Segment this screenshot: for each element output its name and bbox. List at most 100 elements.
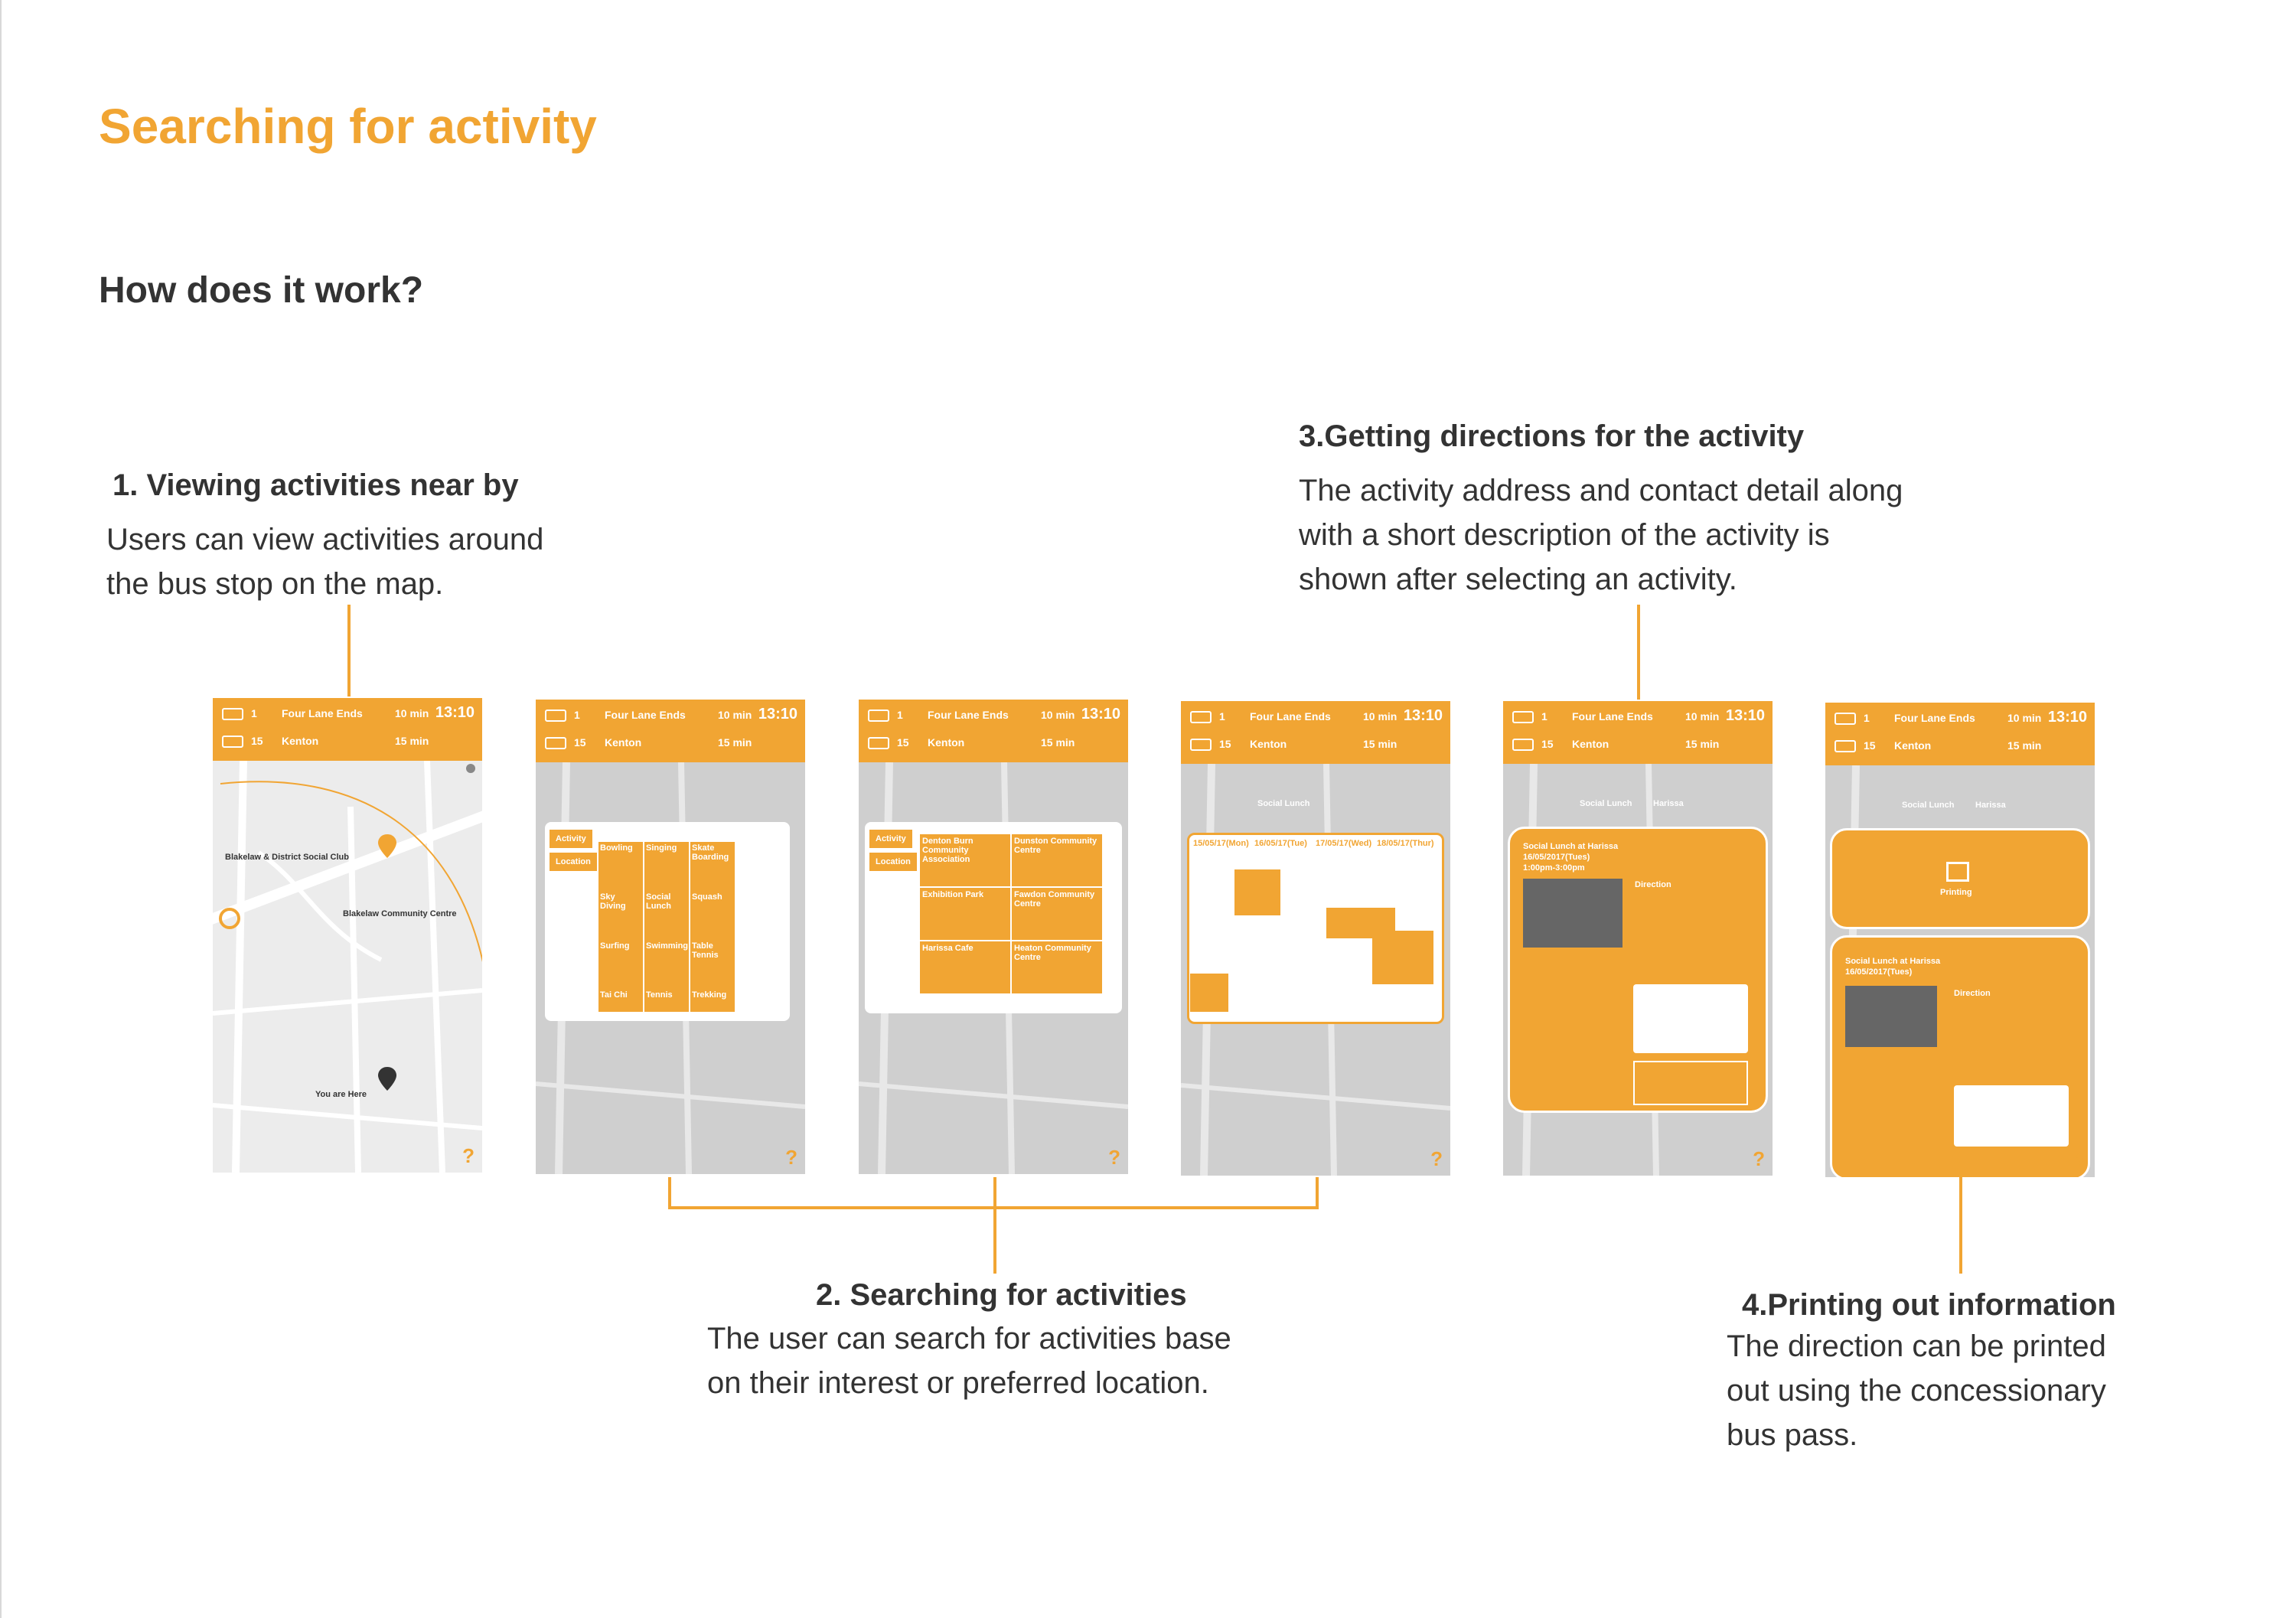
activity-tile[interactable]: Table Tennis bbox=[690, 940, 735, 989]
step-4-heading: 4.Printing out information bbox=[1742, 1288, 2116, 1322]
printing-panel bbox=[1830, 828, 2090, 929]
connector-step-2-left bbox=[668, 1177, 671, 1209]
step-2-desc: The user can search for activities base … bbox=[707, 1322, 1231, 1400]
schedule-date[interactable]: 18/05/17(Thur) bbox=[1377, 839, 1434, 848]
route-map bbox=[1633, 984, 1748, 1053]
activity-tile[interactable]: Trekking bbox=[690, 989, 735, 1012]
detail-date: 16/05/2017(Tues) bbox=[1523, 853, 1590, 862]
bus-icon bbox=[868, 737, 889, 749]
connector-step-4 bbox=[1959, 1177, 1962, 1274]
connector-step-3 bbox=[1637, 605, 1640, 700]
help-icon[interactable]: ? bbox=[1430, 1147, 1443, 1170]
map-label-centre: Blakelaw Community Centre bbox=[343, 909, 457, 918]
step-3-heading: 3.Getting directions for the activity bbox=[1299, 419, 1805, 453]
step-4: 4.Printing out information bbox=[1742, 1288, 2116, 1323]
bus-icon bbox=[545, 710, 566, 722]
help-icon[interactable]: ? bbox=[2075, 1149, 2087, 1172]
map-label-here: You are Here bbox=[315, 1090, 367, 1099]
venue-photo bbox=[1845, 986, 1937, 1047]
schedule-date[interactable]: 16/05/17(Tue) bbox=[1254, 839, 1307, 848]
schedule-date[interactable]: 15/05/17(Mon) bbox=[1193, 839, 1249, 848]
activity-tile[interactable]: Skate Boarding bbox=[690, 842, 735, 891]
connector-step-2-right bbox=[1316, 1177, 1319, 1209]
connector-step-1 bbox=[347, 605, 351, 696]
connector-step-2-bar bbox=[668, 1206, 1319, 1209]
help-icon[interactable]: ? bbox=[1108, 1146, 1120, 1169]
bus-icon bbox=[1835, 713, 1856, 725]
clock: 13:10 bbox=[2047, 709, 2087, 726]
step-2: 2. Searching for activities bbox=[816, 1278, 1187, 1313]
route-map bbox=[1954, 1085, 2069, 1147]
clock: 13:10 bbox=[435, 704, 475, 721]
tab-activity[interactable]: Activity bbox=[550, 830, 592, 848]
help-icon[interactable]: ? bbox=[785, 1146, 797, 1169]
help-icon[interactable]: ? bbox=[462, 1144, 475, 1167]
step-4-desc: The direction can be printed out using t… bbox=[1727, 1329, 2106, 1452]
direction-label: Direction bbox=[1954, 989, 1991, 998]
breadcrumb-activity[interactable]: Social Lunch bbox=[1580, 799, 1632, 808]
schedule-slot[interactable] bbox=[1372, 931, 1433, 984]
schedule-panel bbox=[1187, 833, 1444, 1024]
activity-tile[interactable]: Sky Diving bbox=[598, 891, 643, 940]
activity-tile[interactable]: Tennis bbox=[644, 989, 689, 1012]
clock: 13:10 bbox=[758, 706, 797, 723]
breadcrumb-activity[interactable]: Social Lunch bbox=[1902, 801, 1955, 810]
location-tile[interactable]: Heaton Community Centre bbox=[1012, 941, 1102, 993]
activity-tile[interactable]: Bowling bbox=[598, 842, 643, 891]
location-tile[interactable]: Fawdon Community Centre bbox=[1012, 888, 1102, 940]
printing-status: Printing bbox=[1940, 888, 1972, 897]
tab-location[interactable]: Location bbox=[550, 853, 597, 871]
location-tile[interactable]: Dunston Community Centre bbox=[1012, 834, 1102, 886]
tab-location[interactable]: Location bbox=[869, 853, 917, 871]
help-icon[interactable]: ? bbox=[1753, 1147, 1765, 1170]
step-3-desc: The activity address and contact detail … bbox=[1299, 474, 1903, 596]
map-label-club: Blakelaw & District Social Club bbox=[225, 853, 349, 862]
breadcrumb[interactable]: Social Lunch bbox=[1257, 799, 1310, 808]
location-tile[interactable]: Exhibition Park bbox=[920, 888, 1010, 940]
tab-activity[interactable]: Activity bbox=[869, 830, 912, 848]
schedule-slot[interactable] bbox=[1190, 974, 1228, 1012]
venue-photo bbox=[1523, 879, 1623, 948]
breadcrumb-venue[interactable]: Harissa bbox=[1975, 801, 2006, 810]
map-view[interactable] bbox=[213, 761, 482, 1173]
step-1-desc: Users can view activities around the bus… bbox=[106, 523, 544, 601]
detail-time: 1:00pm-3:00pm bbox=[1523, 863, 1585, 873]
connector-step-2-mid bbox=[993, 1177, 996, 1274]
bus-icon bbox=[1512, 711, 1534, 723]
activity-tile[interactable]: Surfing bbox=[598, 940, 643, 989]
bus-icon bbox=[1190, 711, 1212, 723]
activity-tile[interactable]: Squash bbox=[690, 891, 735, 940]
activity-tile[interactable]: Swimming bbox=[644, 940, 689, 989]
step-3: 3.Getting directions for the activity bbox=[1299, 419, 1804, 454]
schedule-slot[interactable] bbox=[1234, 869, 1280, 915]
activity-tile[interactable]: Tai Chi bbox=[598, 989, 643, 1012]
bus-icon bbox=[1512, 739, 1534, 751]
activity-tile[interactable]: Singing bbox=[644, 842, 689, 891]
page-title: Searching for activity bbox=[99, 99, 597, 154]
bus-icon bbox=[868, 710, 889, 722]
breadcrumb-venue[interactable]: Harissa bbox=[1653, 799, 1684, 808]
location-tile[interactable]: Denton Burn Community Association bbox=[920, 834, 1010, 886]
schedule-date[interactable]: 17/05/17(Wed) bbox=[1316, 839, 1372, 848]
detail-panel bbox=[1508, 827, 1768, 1113]
qr-box[interactable] bbox=[1633, 1061, 1748, 1105]
location-tile[interactable]: Harissa Cafe bbox=[920, 941, 1010, 993]
step-2-heading: 2. Searching for activities bbox=[816, 1278, 1187, 1312]
activity-tile[interactable]: Social Lunch bbox=[644, 891, 689, 940]
